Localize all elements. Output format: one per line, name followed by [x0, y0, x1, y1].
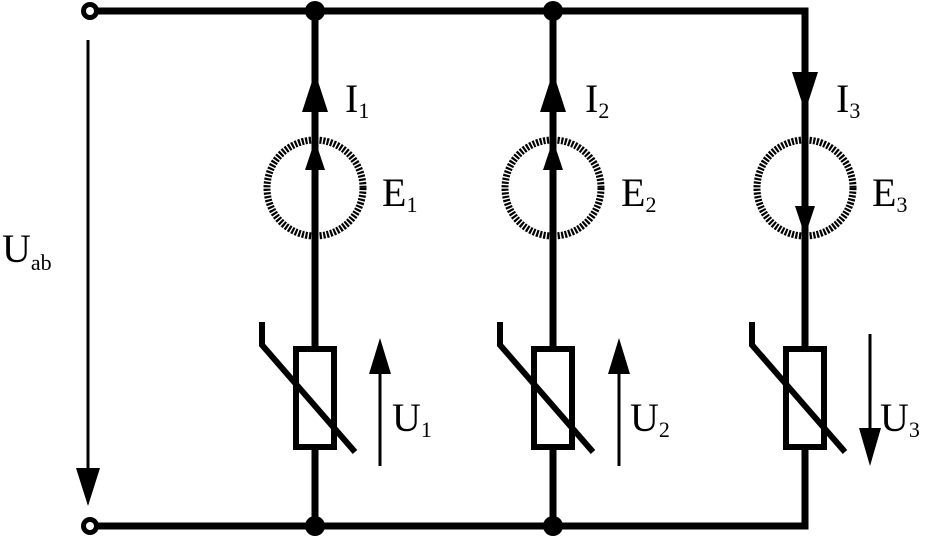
voltage-arrow-3	[859, 334, 881, 466]
branch-2	[497, 1, 630, 536]
node-bottom-1	[305, 516, 325, 536]
terminal-b	[81, 517, 99, 535]
uab-label: Uab	[2, 226, 52, 275]
current-arrow-2	[540, 72, 566, 112]
voltage-source-1	[263, 136, 367, 240]
voltage-label-2: U2	[630, 395, 670, 442]
voltage-source-3	[753, 136, 857, 240]
current-arrow-3	[792, 72, 818, 112]
current-label-3: I3	[836, 76, 860, 123]
voltage-arrow-1	[369, 338, 391, 466]
source-arrow-3	[795, 206, 815, 236]
source-arrow-1	[305, 140, 325, 170]
source-label-1: E1	[382, 170, 417, 217]
source-label-3: E3	[872, 170, 907, 217]
source-arrow-2	[543, 140, 563, 170]
branch-3	[749, 7, 881, 530]
terminal-a	[81, 2, 99, 20]
voltage-label-3: U3	[880, 395, 920, 442]
current-label-2: I2	[585, 76, 609, 123]
uab-voltage-arrow	[76, 40, 100, 506]
branch-1	[259, 1, 391, 536]
voltage-arrow-2	[608, 338, 630, 466]
thermistor-2	[497, 322, 596, 454]
thermistor-3	[749, 322, 848, 454]
current-arrow-1	[302, 72, 328, 112]
source-label-2: E2	[621, 170, 656, 217]
node-bottom-2	[543, 516, 563, 536]
thermistor-1	[259, 322, 358, 454]
voltage-source-2	[501, 136, 605, 240]
voltage-label-1: U1	[392, 395, 432, 442]
node-top-1	[305, 1, 325, 21]
current-label-1: I1	[345, 76, 369, 123]
node-top-2	[543, 1, 563, 21]
